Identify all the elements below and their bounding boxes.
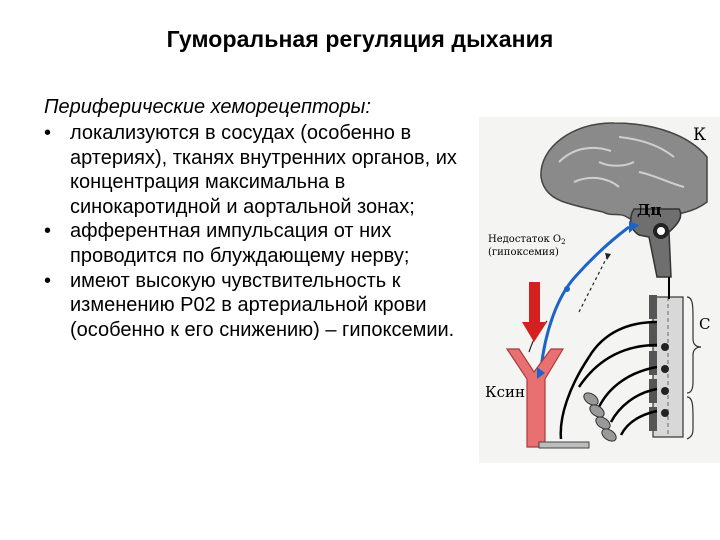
phrenic-nerve <box>559 356 591 440</box>
nerve-ganglion <box>564 286 570 292</box>
bullet-list: • локализуются в сосудах (особенно в арт… <box>44 121 484 342</box>
bullet-item: • афферентная импульсация от них проводи… <box>44 219 484 268</box>
slide-subtitle: Периферические хеморецепторы: <box>44 96 371 118</box>
label-hypoxia: Недостаток О2 <box>488 234 566 246</box>
motor-nerve <box>609 387 658 423</box>
motor-neuron <box>661 387 669 395</box>
bullet-marker: • <box>44 220 52 243</box>
label-dc: Дц <box>637 201 661 219</box>
label-k: К <box>693 125 706 145</box>
bullet-text: афферентная импульсация от них проводитс… <box>70 220 410 267</box>
brain-gyri <box>558 136 685 188</box>
motor-nerve <box>597 365 658 408</box>
label-c: С <box>699 315 710 333</box>
chemoreceptor-figure: К Дц Недостаток О2 (гипоксемия) С <box>479 117 720 463</box>
bullet-marker: • <box>44 122 52 144</box>
red-arrow-head <box>522 322 547 342</box>
motor-neuron <box>661 365 669 373</box>
afferent-nerve-arrowhead <box>629 221 639 233</box>
motor-nerve <box>587 320 658 358</box>
vertebra <box>649 295 657 319</box>
bullet-item: • имеют высокую чувствительность к измен… <box>44 269 484 343</box>
chemoreceptor-diagram: К Дц Недостаток О2 (гипоксемия) С <box>479 117 720 463</box>
slide-title: Гуморальная регуляция дыхания <box>166 26 554 52</box>
bullet-text: локализуются в сосудах (особенно в артер… <box>70 122 457 218</box>
bracket-thoracic <box>686 396 694 440</box>
vertebra <box>649 407 657 431</box>
carotid-artery <box>505 348 565 448</box>
bullet-item: • локализуются в сосудах (особенно в арт… <box>44 121 484 219</box>
vertebra <box>649 323 657 347</box>
bullet-marker: • <box>44 269 52 292</box>
label-hypoxia-2: (гипоксемия) <box>488 247 559 258</box>
diaphragm <box>538 441 590 449</box>
bullet-text: имеют высокую чувствительность к изменен… <box>70 269 455 341</box>
intercostal-muscles <box>583 392 617 442</box>
respiratory-center-nucleus <box>657 227 665 235</box>
label-ksin: Ксин <box>485 383 525 401</box>
brainstem <box>629 208 682 278</box>
motor-neuron <box>661 343 669 351</box>
motor-nerve <box>619 409 658 436</box>
signal-arrow-head <box>605 253 611 260</box>
afferent-nerve <box>539 225 630 370</box>
bracket-cervical <box>686 296 702 394</box>
signal-arrow <box>578 256 608 313</box>
motor-neuron <box>661 409 669 417</box>
red-arrow-shaft <box>529 282 540 322</box>
carotid-body <box>537 367 545 379</box>
motor-nerve <box>577 343 658 388</box>
vertebra <box>649 351 657 375</box>
